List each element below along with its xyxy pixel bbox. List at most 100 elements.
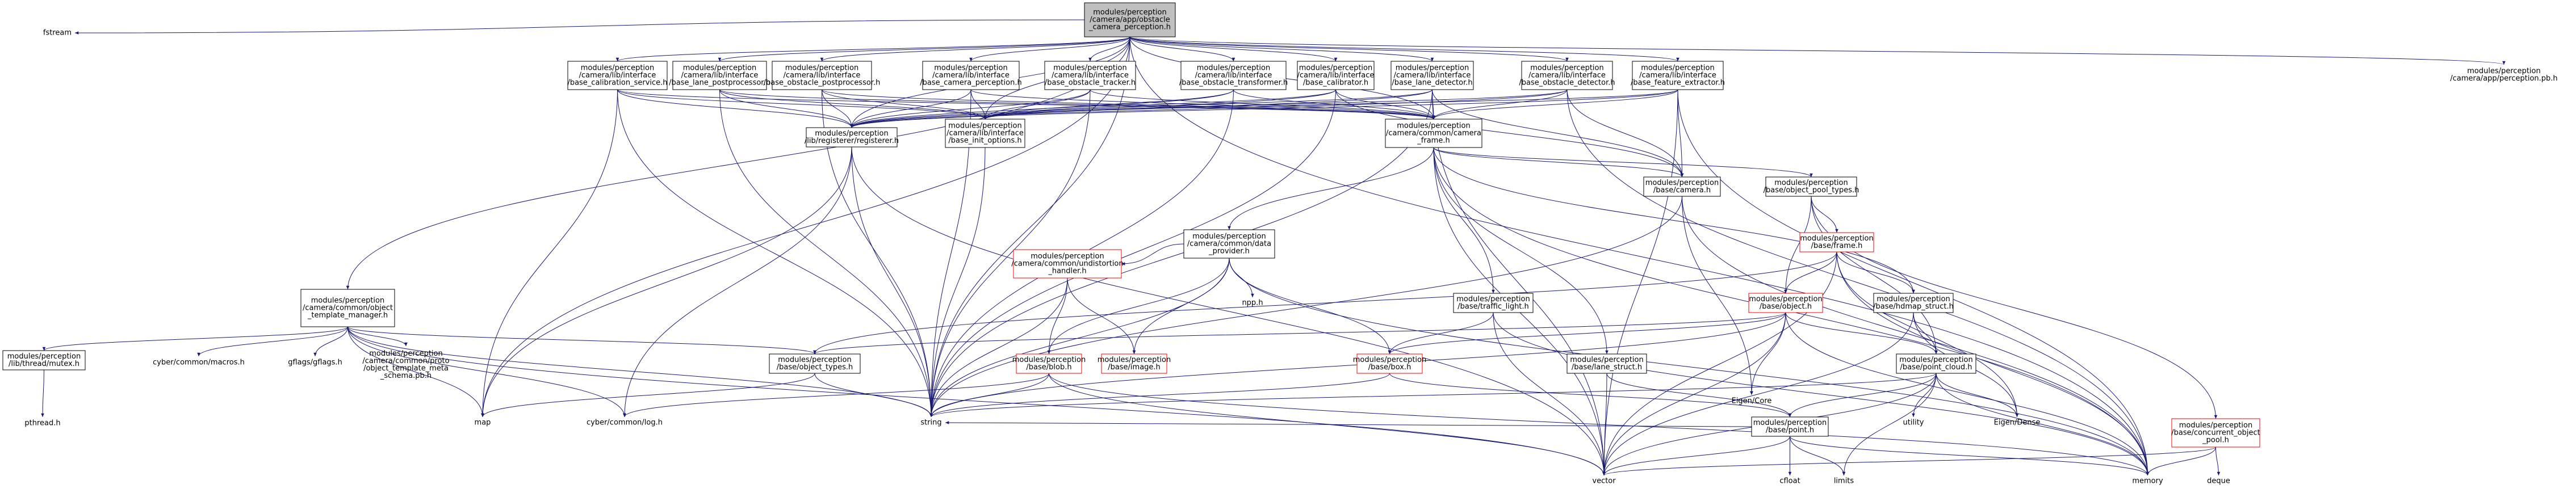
node-label-line: modules/perception	[1456, 295, 1530, 304]
node-label-line: _schema.pb.h	[380, 372, 432, 380]
edge-pointcloud-to-string	[929, 373, 1937, 418]
edge-camframe-to-basecamera	[1433, 147, 1684, 178]
node-box	[1643, 176, 1721, 197]
node-label-line: /camera/lib/interface	[784, 71, 861, 80]
node-modules-perception-camera-lib-interface-base-obstacle-postprocessor-h[interactable]: modules/perception/camera/lib/interface/…	[764, 61, 881, 90]
edge-point-to-limits	[1790, 436, 1846, 476]
node-modules-perception-base-frame-h[interactable]: modules/perception/base/frame.h	[1799, 232, 1874, 252]
node-modules-perception-camera-lib-interface-base-calibrator-h[interactable]: modules/perception/camera/lib/interface/…	[1297, 61, 1375, 90]
node-modules-perception-camera-common-data-provider-h[interactable]: modules/perception/camera/common/data_pr…	[1183, 229, 1275, 259]
node-label-line: /camera/lib/interface	[1639, 71, 1716, 80]
edge-calibsvc-to-camframe	[617, 89, 1435, 120]
node-box	[1101, 353, 1167, 374]
node-modules-perception-camera-lib-interface-base-calibration-service-h[interactable]: modules/perception/camera/lib/interface/…	[567, 61, 668, 90]
edge-root-to-calibsvc	[615, 36, 1130, 62]
node-label-line: /base_camera_perception.h	[920, 79, 1021, 87]
node-label-line: /lib/thread/mutex.h	[9, 360, 79, 368]
node-label-line: modules/perception	[1753, 419, 1827, 427]
edge-obstpost-to-initopts	[822, 89, 987, 120]
node-modules-perception-camera-lib-interface-base-init-options-h[interactable]: modules/perception/camera/lib/interface/…	[945, 119, 1025, 148]
node-modules-perception-base-traffic-light-h[interactable]: modules/perception/base/traffic_light.h	[1453, 293, 1534, 313]
edge-lanestruct-to-point	[1606, 373, 1792, 418]
edge-concobjpool-to-memory	[2146, 446, 2216, 476]
node-modules-perception-lib-registerer-registerer-h[interactable]: modules/perception/lib/registerer/regist…	[805, 127, 899, 148]
node-deque: deque	[2207, 477, 2230, 486]
node-modules-perception-lib-thread-mutex-h[interactable]: modules/perception/lib/thread/mutex.h	[2, 350, 86, 370]
edge-objtypes-to-string	[814, 373, 933, 418]
edge-frame-to-eigendense	[1836, 251, 2019, 418]
node-modules-perception-camera-common-camera-frame-h[interactable]: modules/perception/camera/common/camera_…	[1385, 119, 1482, 148]
node-label-line: modules/perception	[1899, 356, 1972, 364]
edge-camperc-to-registerer	[850, 89, 971, 128]
node-label-line: /camera/common/camera	[1386, 129, 1481, 138]
node-modules-perception-base-object-pool-types-h[interactable]: modules/perception/base/object_pool_type…	[1764, 176, 1859, 197]
node-modules-perception-camera-common-undistortion-handler-h[interactable]: modules/perception/camera/common/undisto…	[1011, 249, 1124, 279]
node-modules-perception-base-point-cloud-h[interactable]: modules/perception/base/point_cloud.h	[1896, 353, 1976, 374]
node-modules-perception-base-concurrent-object-pool-h[interactable]: modules/perception/base/concurrent_objec…	[2171, 418, 2260, 448]
edge-hdmap-to-vector	[1602, 312, 1914, 476]
edge-camframe-to-basedp	[1228, 147, 1434, 230]
node-label-line: modules/perception	[1749, 295, 1822, 304]
edge-root-to-lanepost	[718, 36, 1130, 62]
node-modules-perception-camera-lib-interface-base-lane-postprocessor-h[interactable]: modules/perception/camera/lib/interface/…	[669, 61, 770, 90]
node-label-line: modules/perception	[1053, 64, 1126, 73]
node-modules-perception-base-object-types-h[interactable]: modules/perception/base/object_types.h	[769, 353, 861, 374]
node-box	[1180, 61, 1287, 90]
node-npp-h: npp.h	[1242, 299, 1263, 307]
node-box	[1521, 61, 1613, 90]
node-string: string	[920, 419, 941, 427]
node-modules-perception-base-object-h[interactable]: modules/perception/base/object.h	[1748, 293, 1823, 313]
node-modules-perception-base-hdmap-struct-h[interactable]: modules/perception/base/hdmap_struct.h	[1873, 293, 1954, 313]
node-modules-perception-camera-lib-interface-base-obstacle-transformer-h[interactable]: modules/perception/camera/lib/interface/…	[1179, 61, 1288, 90]
edge-object-to-memory	[1785, 312, 2150, 476]
edge-pointcloud-to-utility	[1912, 373, 1937, 418]
node-eigen-dense: Eigen/Dense	[1994, 419, 2041, 427]
edge-pointcloud-to-memory	[1936, 373, 2150, 476]
edge-objtemplmgr-to-map	[347, 326, 484, 418]
node-modules-perception-camera-lib-interface-base-obstacle-detector-h[interactable]: modules/perception/camera/lib/interface/…	[1519, 61, 1615, 90]
node-fstream: fstream	[43, 29, 72, 37]
node-modules-perception-camera-lib-interface-base-camera-perception-h[interactable]: modules/perception/camera/lib/interface/…	[920, 61, 1022, 90]
node-label-line: /camera/lib/interface	[681, 71, 759, 80]
node-map: map	[475, 419, 491, 427]
node-label-line: _frame.h	[1417, 137, 1450, 145]
node-modules-perception-camera-common-proto-object-template-meta-schema-pb-h: modules/perception/camera/common/proto/o…	[362, 349, 449, 380]
node-label-line: _camera_perception.h	[1088, 23, 1171, 32]
node-label-line: /base/object_pool_types.h	[1764, 186, 1859, 195]
node-gflags-gflags-h: gflags/gflags.h	[288, 359, 342, 367]
edge-calibrator-to-string	[929, 89, 1336, 418]
node-label-line: modules/perception	[683, 64, 756, 73]
edge-registerer-to-vector	[851, 146, 1606, 476]
edge-frame-to-objtypes	[813, 251, 1837, 355]
node-modules-perception-base-lane-struct-h[interactable]: modules/perception/base/lane_struct.h	[1566, 353, 1647, 374]
node-modules-perception-base-point-h[interactable]: modules/perception/base/point.h	[1751, 416, 1829, 437]
node-label-line: /camera/lib/interface	[1528, 71, 1606, 80]
node-box	[922, 61, 1020, 90]
node-modules-perception-base-image-h[interactable]: modules/perception/base/image.h	[1098, 353, 1171, 374]
node-modules-perception-base-box-h[interactable]: modules/perception/base/box.h	[1353, 353, 1426, 374]
node-label-line: modules/perception	[1645, 179, 1719, 187]
edge-objtemplmgr-to-templmetapb	[347, 326, 408, 347]
node-modules-perception-camera-app-obstacle-camera-perception-h[interactable]: modules/perception/camera/app/obstacle_c…	[1084, 2, 1176, 37]
node-label-line: /base/lane_struct.h	[1572, 363, 1642, 372]
node-modules-perception-camera-lib-interface-base-feature-extractor-h[interactable]: modules/perception/camera/lib/interface/…	[1631, 61, 1725, 90]
node-box	[769, 353, 861, 374]
edge-root-to-obstpost	[820, 36, 1130, 62]
node-modules-perception-base-blob-h[interactable]: modules/perception/base/blob.h	[1012, 353, 1086, 374]
node-label-line: utility	[1903, 419, 1924, 427]
edge-obstdet-to-memory	[1566, 89, 2150, 476]
edge-root-to-calibrator	[1129, 36, 1338, 62]
node-label-line: /base_init_options.h	[948, 137, 1021, 145]
node-modules-perception-camera-lib-interface-base-obstacle-tracker-h[interactable]: modules/perception/camera/lib/interface/…	[1044, 61, 1136, 90]
edge-pointcloud-to-point	[1788, 373, 1937, 418]
node-modules-perception-camera-common-object-template-manager-h[interactable]: modules/perception/camera/common/object_…	[300, 289, 395, 327]
node-box	[1896, 353, 1976, 374]
edge-featext-to-registerer	[850, 89, 1678, 128]
node-label-line: /camera/lib/interface	[1052, 71, 1129, 80]
node-modules-perception-base-camera-h[interactable]: modules/perception/base/camera.h	[1643, 176, 1721, 197]
node-modules-perception-camera-lib-interface-base-lane-detector-h[interactable]: modules/perception/camera/lib/interface/…	[1390, 61, 1474, 90]
node-box	[1183, 229, 1275, 259]
edge-frame-to-memory	[1836, 251, 2150, 476]
edge-root-to-memory	[1129, 36, 2150, 476]
edge-camframe-to-trafficlight	[1433, 147, 1495, 294]
